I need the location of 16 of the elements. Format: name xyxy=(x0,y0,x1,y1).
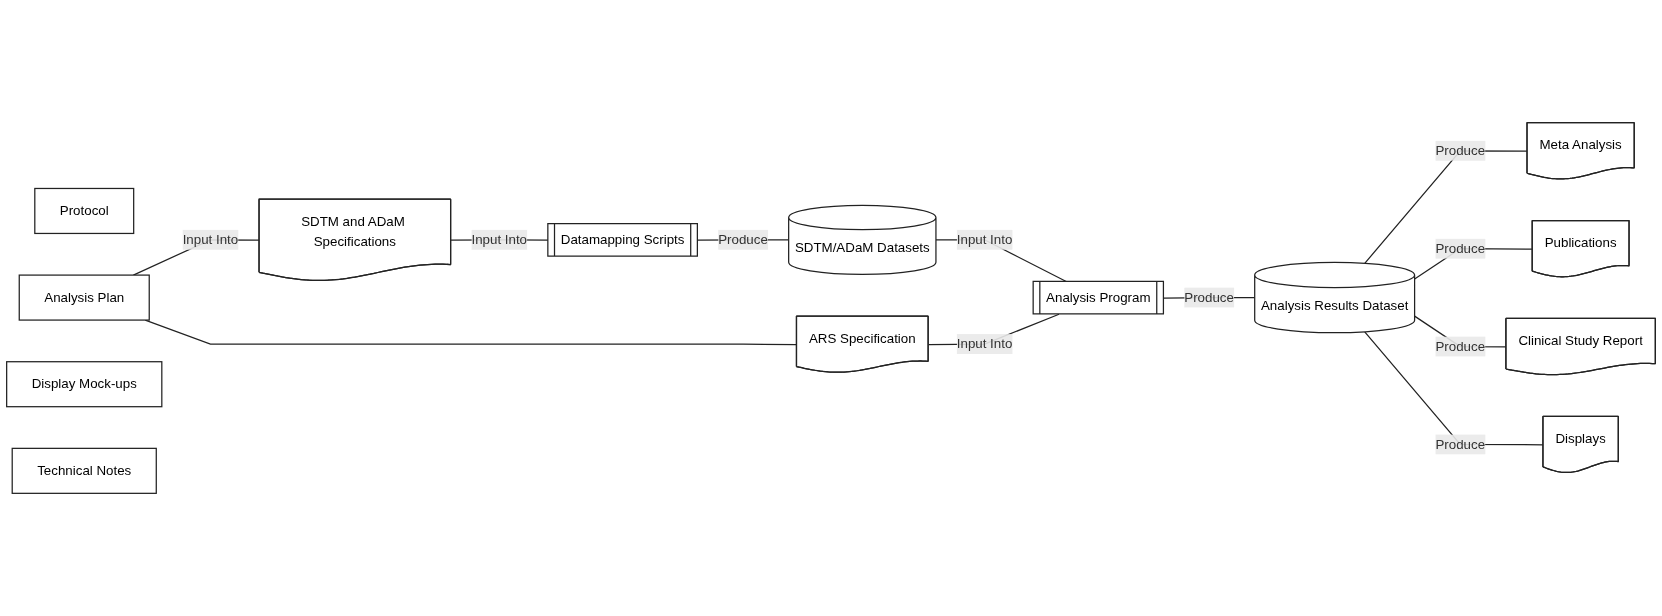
edge-label: Input Into xyxy=(182,232,239,247)
edge-label: Produce xyxy=(718,232,768,247)
edge-label: Input Into xyxy=(956,232,1013,247)
edge-label: Produce xyxy=(1435,241,1486,256)
connector xyxy=(1364,331,1544,446)
node-box: Analysis Plan xyxy=(18,274,150,321)
edge-label: Produce xyxy=(1435,436,1486,452)
edge-label: Input Into xyxy=(956,336,1013,351)
edge-label: Produce xyxy=(1435,143,1486,158)
node-box: Technical Notes xyxy=(11,447,157,494)
edge-label: Input Into xyxy=(471,232,528,247)
node-box: Display Mock-ups xyxy=(6,361,163,408)
edge-label: Produce xyxy=(1435,339,1486,354)
node-box: Protocol xyxy=(34,187,135,235)
edge-label: Produce xyxy=(1184,290,1234,305)
connector xyxy=(1364,150,1529,264)
